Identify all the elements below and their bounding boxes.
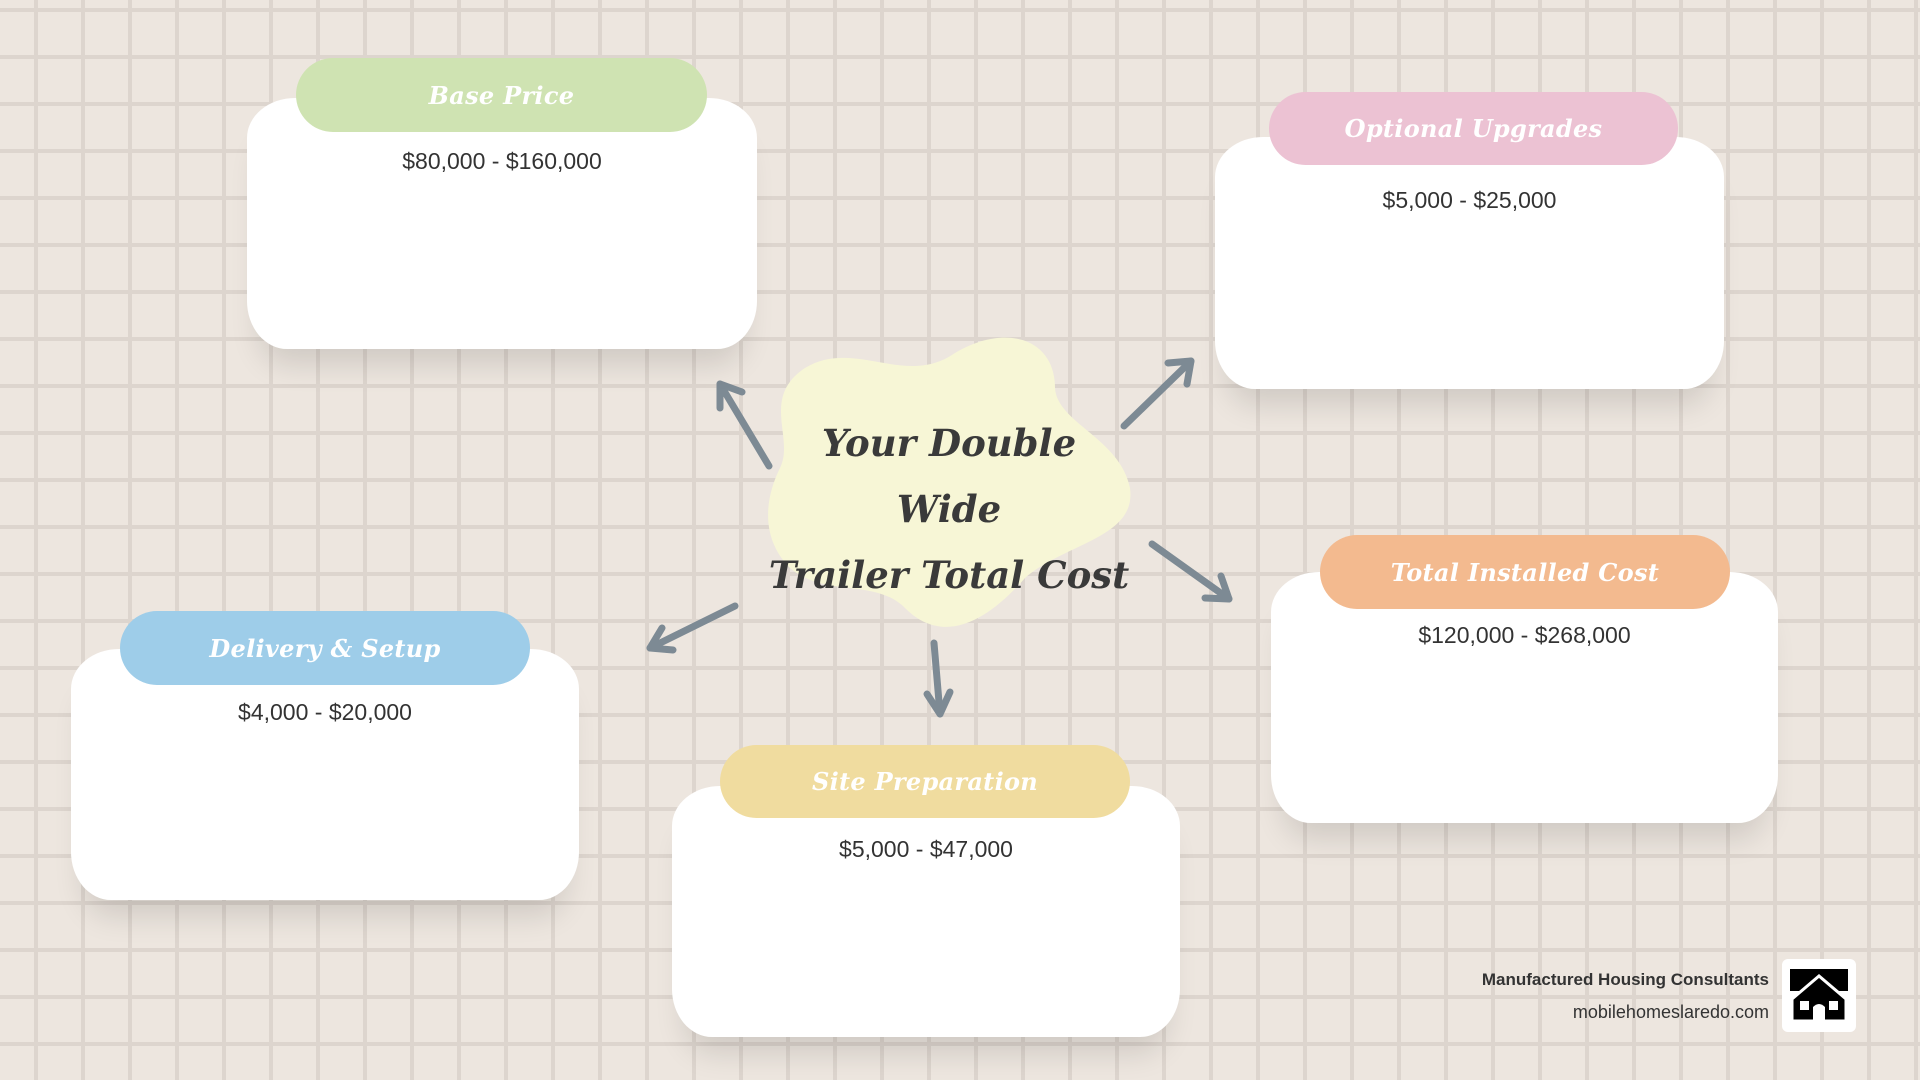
card-range: $5,000 - $47,000 [839, 836, 1013, 862]
card-site-preparation: $5,000 - $47,000 [672, 786, 1180, 1037]
pill-optional-upgrades: Optional Upgrades [1269, 92, 1678, 165]
center-blob [768, 337, 1131, 627]
arrow-to-site-prep [923, 639, 954, 718]
pill-base-price: Base Price [296, 58, 707, 132]
pill-total-installed-cost: Total Installed Cost [1320, 535, 1730, 609]
brand-name: Manufactured Housing Consultants [1481, 970, 1769, 989]
arrow-to-optional-upgrades [1120, 357, 1195, 430]
brand-url[interactable]: mobilehomeslaredo.com [1572, 1002, 1769, 1022]
card-optional-upgrades: $5,000 - $25,000 [1215, 137, 1724, 389]
center-title-line1: Your Double Wide [821, 421, 1077, 531]
card-total-installed-cost: $120,000 - $268,000 [1271, 572, 1778, 823]
center-title: Your Double Wide Trailer Total Cost [765, 410, 1133, 608]
house-icon [1782, 959, 1856, 1032]
center-title-line2: Trailer Total Cost [768, 553, 1130, 597]
card-range: $80,000 - $160,000 [402, 148, 602, 174]
arrow-to-total-installed [1148, 540, 1233, 603]
pill-delivery-setup: Delivery & Setup [120, 611, 530, 685]
card-range: $120,000 - $268,000 [1418, 622, 1631, 648]
arrow-to-delivery [646, 602, 739, 654]
card-base-price: $80,000 - $160,000 [247, 98, 757, 349]
card-range: $4,000 - $20,000 [238, 699, 412, 725]
card-range: $5,000 - $25,000 [1382, 187, 1557, 213]
arrow-to-base-price [716, 380, 773, 470]
pill-site-preparation: Site Preparation [720, 745, 1130, 818]
card-delivery-setup: $4,000 - $20,000 [71, 649, 579, 900]
